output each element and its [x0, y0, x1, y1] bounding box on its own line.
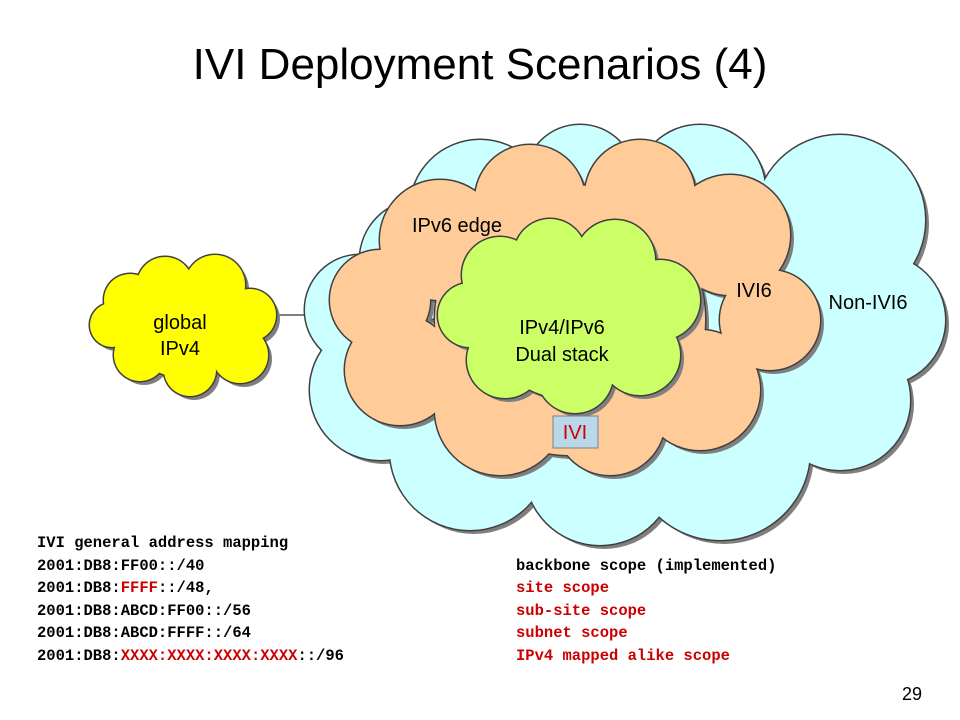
global-ipv4-label: global: [153, 312, 206, 334]
mapping-row: 2001:DB8:XXXX:XXXX:XXXX:XXXX::/96 IPv4 ma…: [37, 645, 937, 668]
slide-title: IVI Deployment Scenarios (4): [192, 40, 768, 89]
dual-stack-label: Dual stack: [515, 344, 609, 366]
mapping-heading: IVI general address mapping: [37, 534, 289, 552]
global-ipv4-cloud: [88, 253, 280, 400]
mapping-prefix-part: 2001:DB8:: [37, 579, 121, 597]
mapping-scope: backbone scope (implemented): [516, 556, 777, 575]
mapping-row: 2001:DB8:FF00::/40 backbone scope (implem…: [37, 555, 937, 578]
mapping-prefix: 2001:DB8:FF00::/40: [37, 555, 204, 578]
mapping-scope: sub-site scope: [516, 601, 647, 620]
mapping-scope: IPv4 mapped alike scope: [516, 646, 730, 665]
mapping-prefix-part: 2001:DB8:FF00::/40: [37, 556, 205, 575]
mapping-prefix-part: 2001:DB8:ABCD:FF00::/56: [37, 601, 251, 620]
mapping-scope: site scope: [516, 579, 610, 597]
ivi-box-label: IVI: [563, 422, 587, 444]
ipv6-edge-label: IPv6 edge: [412, 215, 502, 237]
ivi-box: [552, 415, 599, 449]
mapping-prefix-part: 2001:DB8:ABCD:FFFF::/64: [37, 624, 251, 642]
mapping-prefix-part: 2001:DB8:: [37, 646, 121, 665]
mapping-prefix-part: FFFF: [120, 579, 158, 597]
mapping-prefix-part: XXXX:XXXX:XXXX:XXXX: [120, 646, 298, 665]
mapping-prefix: 2001:DB8:ABCD:FFFF::/64: [37, 622, 251, 645]
dual-stack-label: IPv4/IPv6: [519, 317, 605, 339]
mapping-row: 2001:DB8:FFFF::/48, site scope: [37, 577, 937, 600]
mapping-prefix-part: ::/96: [297, 646, 344, 665]
address-mapping-block: IVI general address mapping 2001:DB8:FF0…: [37, 532, 937, 667]
mapping-row: 2001:DB8:ABCD:FF00::/56 sub-site scope: [37, 600, 937, 623]
mapping-row: 2001:DB8:ABCD:FFFF::/64 subnet scope: [37, 622, 937, 645]
page-number: 29: [901, 684, 922, 704]
mapping-scope: subnet scope: [516, 624, 628, 642]
mapping-prefix: 2001:DB8:XXXX:XXXX:XXXX:XXXX::/96: [37, 645, 344, 668]
mapping-prefix: 2001:DB8:ABCD:FF00::/56: [37, 600, 251, 623]
non-ivi6-label: Non-IVI6: [829, 292, 908, 314]
global-ipv4-label: IPv4: [160, 338, 200, 360]
mapping-prefix: 2001:DB8:FFFF::/48,: [37, 577, 214, 600]
ivi6-label: IVI6: [736, 280, 772, 302]
mapping-prefix-part: ::/48,: [157, 579, 214, 597]
dual-stack-cloud: [436, 217, 704, 417]
